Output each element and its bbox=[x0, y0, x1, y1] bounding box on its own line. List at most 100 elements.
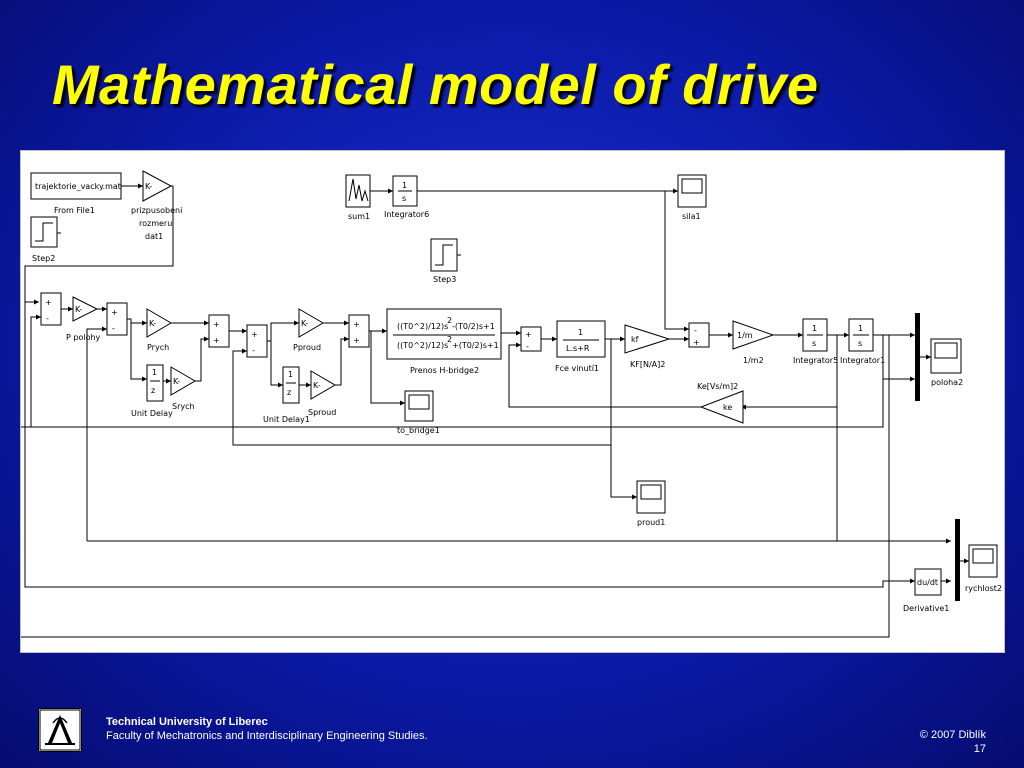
tf-den-b: +(T0/2)s+1 bbox=[452, 341, 499, 350]
sum-velocity-error[interactable]: + - bbox=[106, 302, 128, 336]
footer-university: Technical University of Liberec bbox=[106, 716, 268, 728]
gain-prizpusobeni-label-1: prizpusobeni bbox=[131, 206, 182, 215]
gain-kf-text: kf bbox=[631, 335, 639, 344]
university-logo bbox=[38, 708, 82, 752]
tf-num-a: ((T0^2)/12)s bbox=[397, 322, 448, 331]
integrator1-label: Integrator1 bbox=[840, 356, 885, 365]
proud1-label: proud1 bbox=[637, 518, 665, 527]
sum-e-plus-1: + bbox=[353, 320, 360, 329]
gain-srych[interactable]: K- bbox=[170, 366, 196, 396]
mux-bar-poloha bbox=[915, 313, 920, 401]
integrator5-block[interactable]: 1 s bbox=[802, 318, 828, 352]
sum-d-minus: - bbox=[252, 346, 255, 355]
block-diagram-canvas: trajektorie_vacky.mat From File1 K- priz… bbox=[21, 170, 1002, 638]
gain-kf[interactable]: kf bbox=[624, 324, 671, 354]
from-file-block-text: trajektorie_vacky.mat bbox=[35, 182, 121, 191]
step2-block[interactable] bbox=[30, 216, 61, 248]
sum-e-plus-2: + bbox=[353, 336, 360, 345]
m-label: 1/m2 bbox=[743, 356, 764, 365]
tf-num-b: -(T0/2)s+1 bbox=[452, 322, 495, 331]
gain-ke[interactable]: ke bbox=[699, 390, 744, 424]
integrator1-num: 1 bbox=[858, 324, 863, 333]
sum-g-plus: + bbox=[693, 338, 700, 347]
gain-sproud-text: K- bbox=[313, 381, 320, 390]
unit-delay1-label: Unit Delay1 bbox=[263, 415, 310, 424]
integrator6-label: Integrator6 bbox=[384, 210, 429, 219]
derivative1-label: Derivative1 bbox=[903, 604, 949, 613]
prych-label: Prych bbox=[147, 343, 169, 352]
sum-c-plus-2: + bbox=[213, 336, 220, 345]
sila1-label: sila1 bbox=[682, 212, 701, 221]
gain-p-polohy[interactable]: K- bbox=[72, 296, 99, 322]
sum-speed-controller[interactable]: + + bbox=[208, 314, 230, 348]
tf-num-exp: 2 bbox=[447, 316, 452, 325]
tf-prenos-h-bridge[interactable]: ((T0^2)/12)s 2 -(T0/2)s+1 ((T0^2)/12)s 2… bbox=[386, 308, 502, 360]
integrator6-block[interactable]: 1 s bbox=[392, 175, 418, 207]
tf-fce-vinuti[interactable]: 1 L.s+R bbox=[556, 320, 606, 358]
unit-delay-num: 1 bbox=[152, 368, 157, 377]
prenos-label: Prenos H-bridge2 bbox=[410, 366, 479, 375]
integrator1-block[interactable]: 1 s bbox=[848, 318, 874, 352]
proud1-scope[interactable] bbox=[636, 480, 666, 514]
integrator6-den: s bbox=[402, 194, 406, 203]
footer-right: © 2007 Diblík 17 bbox=[920, 728, 986, 756]
step3-block[interactable] bbox=[430, 238, 461, 272]
gain-srych-text: K- bbox=[173, 377, 180, 386]
gain-pproud[interactable]: K- bbox=[298, 308, 324, 338]
fce-den: L.s+R bbox=[566, 344, 590, 353]
to-bridge1-scope[interactable] bbox=[404, 390, 434, 422]
gain-prizpusobeni-text: K- bbox=[145, 182, 152, 191]
sum-current-error[interactable]: + - bbox=[246, 324, 268, 358]
sum-b-minus: - bbox=[112, 324, 115, 333]
integrator6-num: 1 bbox=[402, 181, 407, 190]
sum-current-controller[interactable]: + + bbox=[348, 314, 370, 348]
unit-delay1-num: 1 bbox=[288, 370, 293, 379]
ke-label: Ke[Vs/m]2 bbox=[697, 382, 738, 391]
from-file-label: From File1 bbox=[54, 206, 95, 215]
gain-prizpusobeni-label-3: dat1 bbox=[145, 232, 163, 241]
gain-1-m[interactable]: 1/m bbox=[732, 320, 775, 350]
sum-d-plus: + bbox=[251, 330, 258, 339]
sum-position-error[interactable]: + - bbox=[40, 292, 62, 326]
simulink-diagram: trajektorie_vacky.mat From File1 K- priz… bbox=[20, 150, 1005, 653]
sila1-scope[interactable] bbox=[677, 174, 707, 208]
gain-p-polohy-text: K- bbox=[75, 305, 82, 314]
unit-delay1-den: z bbox=[287, 388, 291, 397]
tf-den-exp: 2 bbox=[447, 335, 452, 344]
step2-label: Step2 bbox=[32, 254, 55, 263]
gain-sproud[interactable]: K- bbox=[310, 370, 336, 400]
step3-label: Step3 bbox=[433, 275, 456, 284]
footer-copyright: © 2007 Diblík bbox=[919, 729, 986, 741]
footer-organization: Technical University of Liberec Faculty … bbox=[106, 715, 428, 743]
derivative1-block[interactable]: du/dt bbox=[914, 568, 942, 596]
gain-prych-text: K- bbox=[149, 319, 156, 328]
unit-delay-block[interactable]: 1 z bbox=[146, 364, 164, 402]
poloha2-label: poloha2 bbox=[931, 378, 963, 387]
gain-prizpusobeni-label-2: rozmeru bbox=[139, 219, 172, 228]
gain-pproud-text: K- bbox=[301, 319, 308, 328]
sum-a-plus: + bbox=[45, 298, 52, 307]
p-polohy-label: P polohy bbox=[66, 333, 101, 342]
integrator5-num: 1 bbox=[812, 324, 817, 333]
from-file-block[interactable]: trajektorie_vacky.mat bbox=[30, 172, 122, 200]
kf-label: KF[N/A]2 bbox=[630, 360, 665, 369]
footer-page-number: 17 bbox=[973, 743, 986, 755]
footer-faculty: Faculty of Mechatronics and Interdiscipl… bbox=[106, 730, 428, 742]
sum1-source-block[interactable] bbox=[345, 174, 371, 208]
gain-prych[interactable]: K- bbox=[146, 308, 172, 338]
university-logo-icon bbox=[39, 709, 81, 751]
to-bridge1-label: to_bridge1 bbox=[397, 426, 440, 435]
gain-prizpusobeni[interactable]: K- bbox=[142, 170, 173, 202]
sum-a-minus: - bbox=[46, 314, 49, 323]
pproud-label: Pproud bbox=[293, 343, 321, 352]
unit-delay1-block[interactable]: 1 z bbox=[282, 366, 300, 404]
unit-delay-den: z bbox=[151, 386, 155, 395]
poloha2-scope[interactable] bbox=[930, 338, 962, 374]
tf-den-a: ((T0^2)/12)s bbox=[397, 341, 448, 350]
rychlost2-scope[interactable] bbox=[968, 544, 998, 578]
sum-force[interactable]: - + bbox=[688, 322, 710, 348]
sum-f-minus: - bbox=[526, 342, 529, 351]
sum-voltage[interactable]: + - bbox=[520, 326, 542, 352]
gain-ke-text: ke bbox=[723, 403, 732, 412]
sum-g-minus: - bbox=[694, 326, 697, 335]
